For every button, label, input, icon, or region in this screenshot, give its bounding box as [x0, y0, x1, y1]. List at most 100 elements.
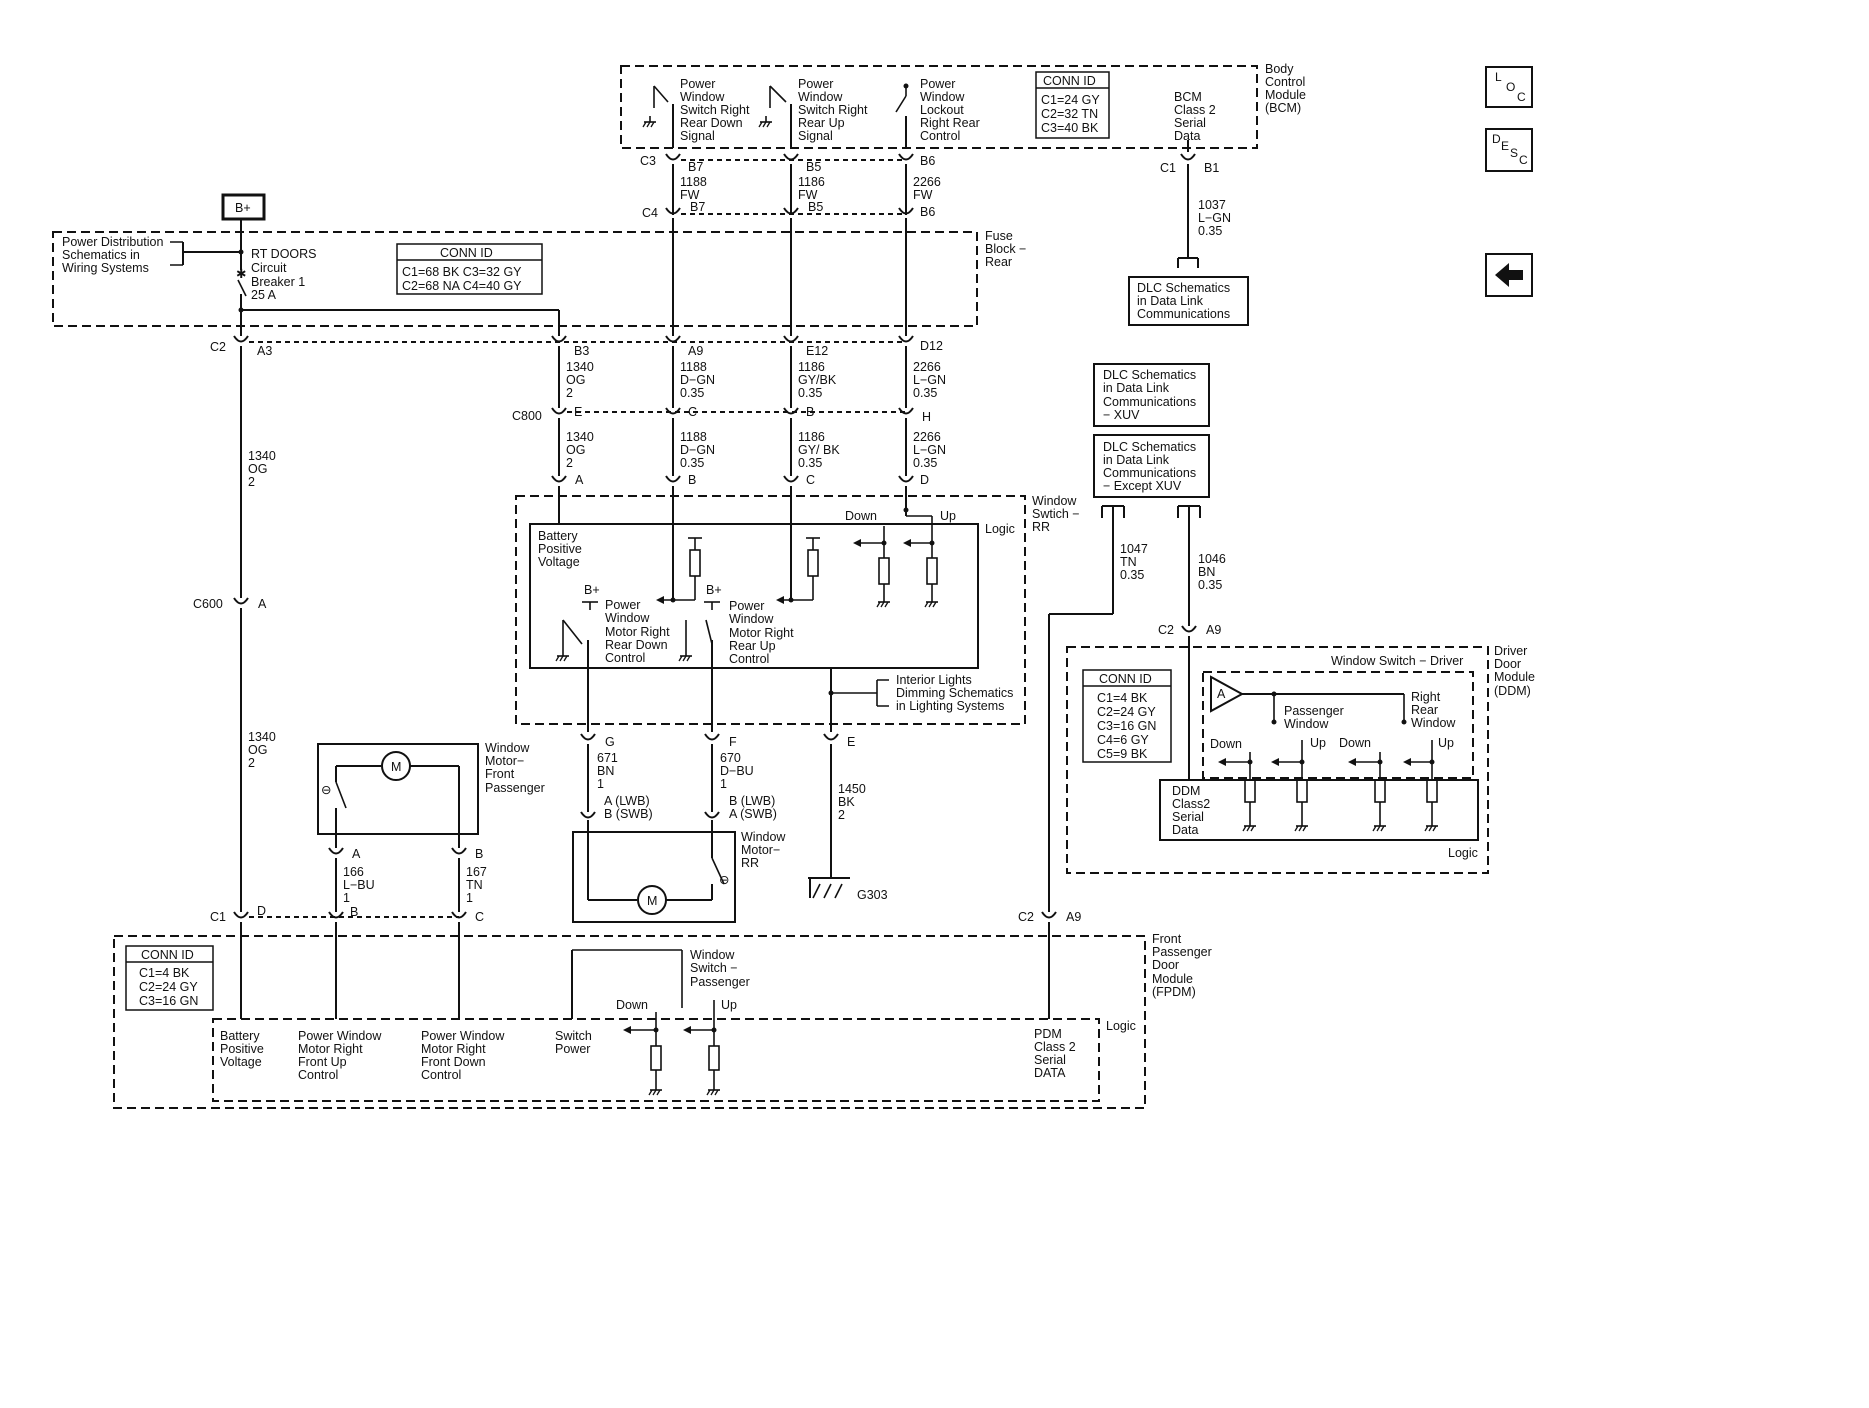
svg-text:Down: Down — [1339, 736, 1371, 750]
svg-text:B: B — [806, 405, 814, 419]
svg-text:A: A — [258, 597, 267, 611]
svg-text:B7: B7 — [688, 160, 703, 174]
back-arrow-icon — [1495, 263, 1523, 287]
back-button[interactable] — [1485, 253, 1533, 297]
svg-text:CONN ID: CONN ID — [440, 246, 493, 260]
svg-text:CONN ID: CONN ID — [141, 948, 194, 962]
svg-text:Up: Up — [940, 509, 956, 523]
svg-text:A (LWB)B (SWB): A (LWB)B (SWB) — [604, 794, 653, 821]
svg-text:C600: C600 — [193, 597, 223, 611]
svg-text:C: C — [806, 473, 815, 487]
svg-text:C2: C2 — [1018, 910, 1034, 924]
svg-text:Down: Down — [616, 998, 648, 1012]
svg-text:A: A — [575, 473, 584, 487]
ground-g303: G303 — [808, 877, 888, 902]
bcm-switch-rear-down-symbol — [642, 85, 674, 148]
svg-text:A9: A9 — [1066, 910, 1081, 924]
fpdm-c1-connector: C1 D B C — [210, 904, 484, 924]
svg-text:CONN ID: CONN ID — [1099, 672, 1152, 686]
svg-text:Up: Up — [721, 998, 737, 1012]
amplifier-icon — [1210, 675, 1245, 713]
description-button[interactable]: D E S C — [1485, 128, 1533, 172]
svg-text:Down: Down — [1210, 737, 1242, 751]
svg-text:B: B — [475, 847, 483, 861]
bcm-lockout-symbol — [895, 83, 909, 148]
desc-letter-d: D — [1492, 132, 1501, 146]
svg-text:G303: G303 — [857, 888, 888, 902]
svg-text:Up: Up — [1310, 736, 1326, 750]
svg-text:C2: C2 — [210, 340, 226, 354]
svg-text:✱: ✱ — [236, 267, 247, 281]
svg-text:⊖: ⊖ — [321, 783, 331, 797]
loc-letter-l: L — [1495, 70, 1502, 84]
svg-text:C: C — [688, 405, 697, 419]
svg-text:B5: B5 — [806, 160, 821, 174]
svg-text:A9: A9 — [1206, 623, 1221, 637]
svg-text:B: B — [350, 905, 358, 919]
svg-text:E: E — [847, 735, 855, 749]
location-button[interactable]: L O C — [1485, 66, 1533, 108]
svg-text:CONN ID: CONN ID — [1043, 74, 1096, 88]
svg-text:D: D — [920, 473, 929, 487]
fuse-c2-connector: C2 A3 B3 A9 E12 D12 — [210, 335, 943, 358]
svg-text:F: F — [729, 735, 737, 749]
c800-connector: C800 E C B H — [512, 405, 931, 424]
svg-text:B6: B6 — [920, 154, 935, 168]
svg-text:C3: C3 — [640, 154, 656, 168]
svg-text:B6: B6 — [920, 205, 935, 219]
svg-text:M: M — [391, 760, 401, 774]
svg-text:H: H — [922, 410, 931, 424]
svg-text:B+: B+ — [235, 201, 251, 215]
svg-text:A9: A9 — [688, 344, 703, 358]
svg-text:A3: A3 — [257, 344, 272, 358]
svg-text:Logic: Logic — [985, 522, 1015, 536]
loc-letter-o: O — [1506, 80, 1516, 94]
svg-text:C4: C4 — [642, 206, 658, 220]
bcm-switch-rear-up-symbol — [758, 85, 792, 148]
svg-text:B3: B3 — [574, 344, 589, 358]
desc-letter-s: S — [1510, 146, 1519, 160]
svg-text:B5: B5 — [808, 200, 823, 214]
